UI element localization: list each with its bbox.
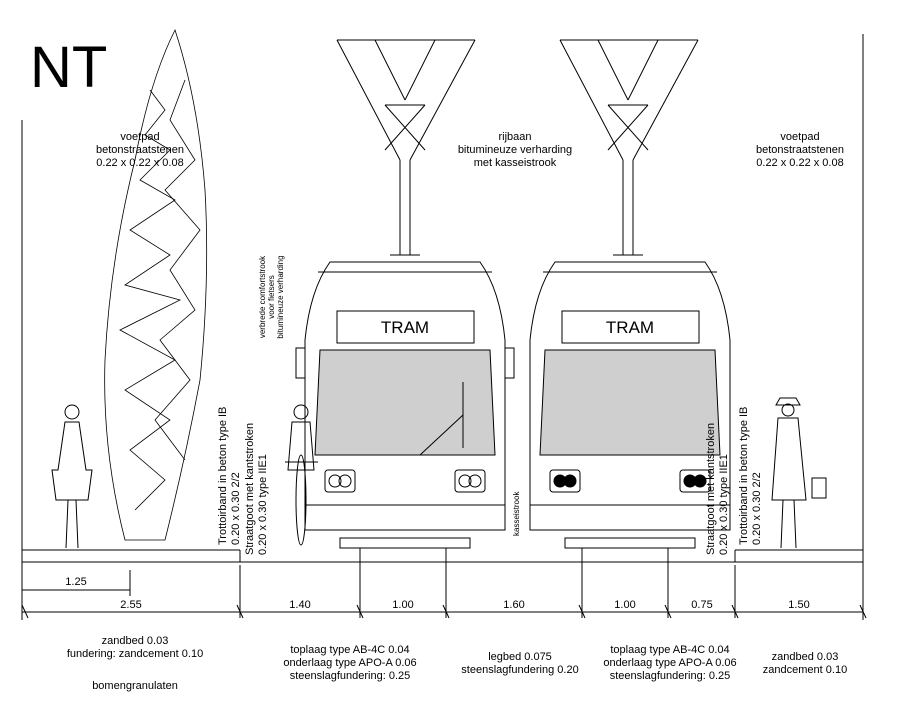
tram-right-body [529,261,731,572]
foundation-left: zandbed 0.03 fundering: zandcement 0.10 [66,635,204,660]
dim-1-00-right: 1.00 [614,599,636,611]
label-curb-right-2: 0.20 x 0.30 2/2 [751,472,763,545]
tram-right-sign: TRAM [605,318,655,337]
label-right-sidewalk: voetpad betonstraatstenen 0.22 x 0.22 x … [755,131,845,169]
label-curb-left-2: 0.20 x 0.30 2/2 [230,472,242,545]
label-roadway: rijbaan bitumineuze verharding met kasse… [457,131,573,169]
dim-0-75: 0.75 [691,599,713,611]
label-curb-right-1: Trottoirband in beton type IB [738,406,750,545]
foundation-left-granulate: bomengranulaten [92,680,178,692]
woman-pedestrian [51,404,93,549]
dimension-lines [21,565,867,619]
drawing-title: NT [30,35,108,100]
dim-1-25: 1.25 [65,576,87,588]
dim-1-40: 1.40 [289,599,311,611]
foundation-track-bed: legbed 0.075 steenslagfundering 0.20 [461,651,579,676]
label-gutter-right-1: Straatgoot met kantstroken [705,422,717,555]
label-gutter-right-2: 0.20 x 0.30 type IIE1 [718,454,730,555]
catenary-left [336,39,476,256]
foundation-lane-left: toplaag type AB-4C 0.04 onderlaag type A… [283,644,417,682]
catenary-right [559,39,699,256]
label-kasseistrook: kasseistrook [512,491,521,536]
label-left-sidewalk: voetpad betonstraatstenen 0.22 x 0.22 x … [95,131,185,169]
tram-left-sign: TRAM [380,318,430,337]
foundation-right: zandbed 0.03 zandcement 0.10 [762,651,848,676]
dim-1-50: 1.50 [788,599,810,611]
dim-1-00-left: 1.00 [392,599,414,611]
foundation-lane-right: toplaag type AB-4C 0.04 onderlaag type A… [603,644,737,682]
label-bike-lane: verbrede comfortstrook voor fietsers bit… [258,255,285,339]
label-curb-left-1: Trottoirband in beton type IB [217,406,229,545]
dim-1-60: 1.60 [503,599,525,611]
cyclist [285,404,318,546]
dim-2-55: 2.55 [120,599,142,611]
label-gutter-left-2: 0.20 x 0.30 type IIE1 [257,454,269,555]
ground-profile [22,549,863,563]
tram-left-body [295,261,515,572]
man-pedestrian [771,397,827,549]
tree-illustration [104,28,208,541]
label-gutter-left-1: Straatgoot met kantstroken [244,422,256,555]
